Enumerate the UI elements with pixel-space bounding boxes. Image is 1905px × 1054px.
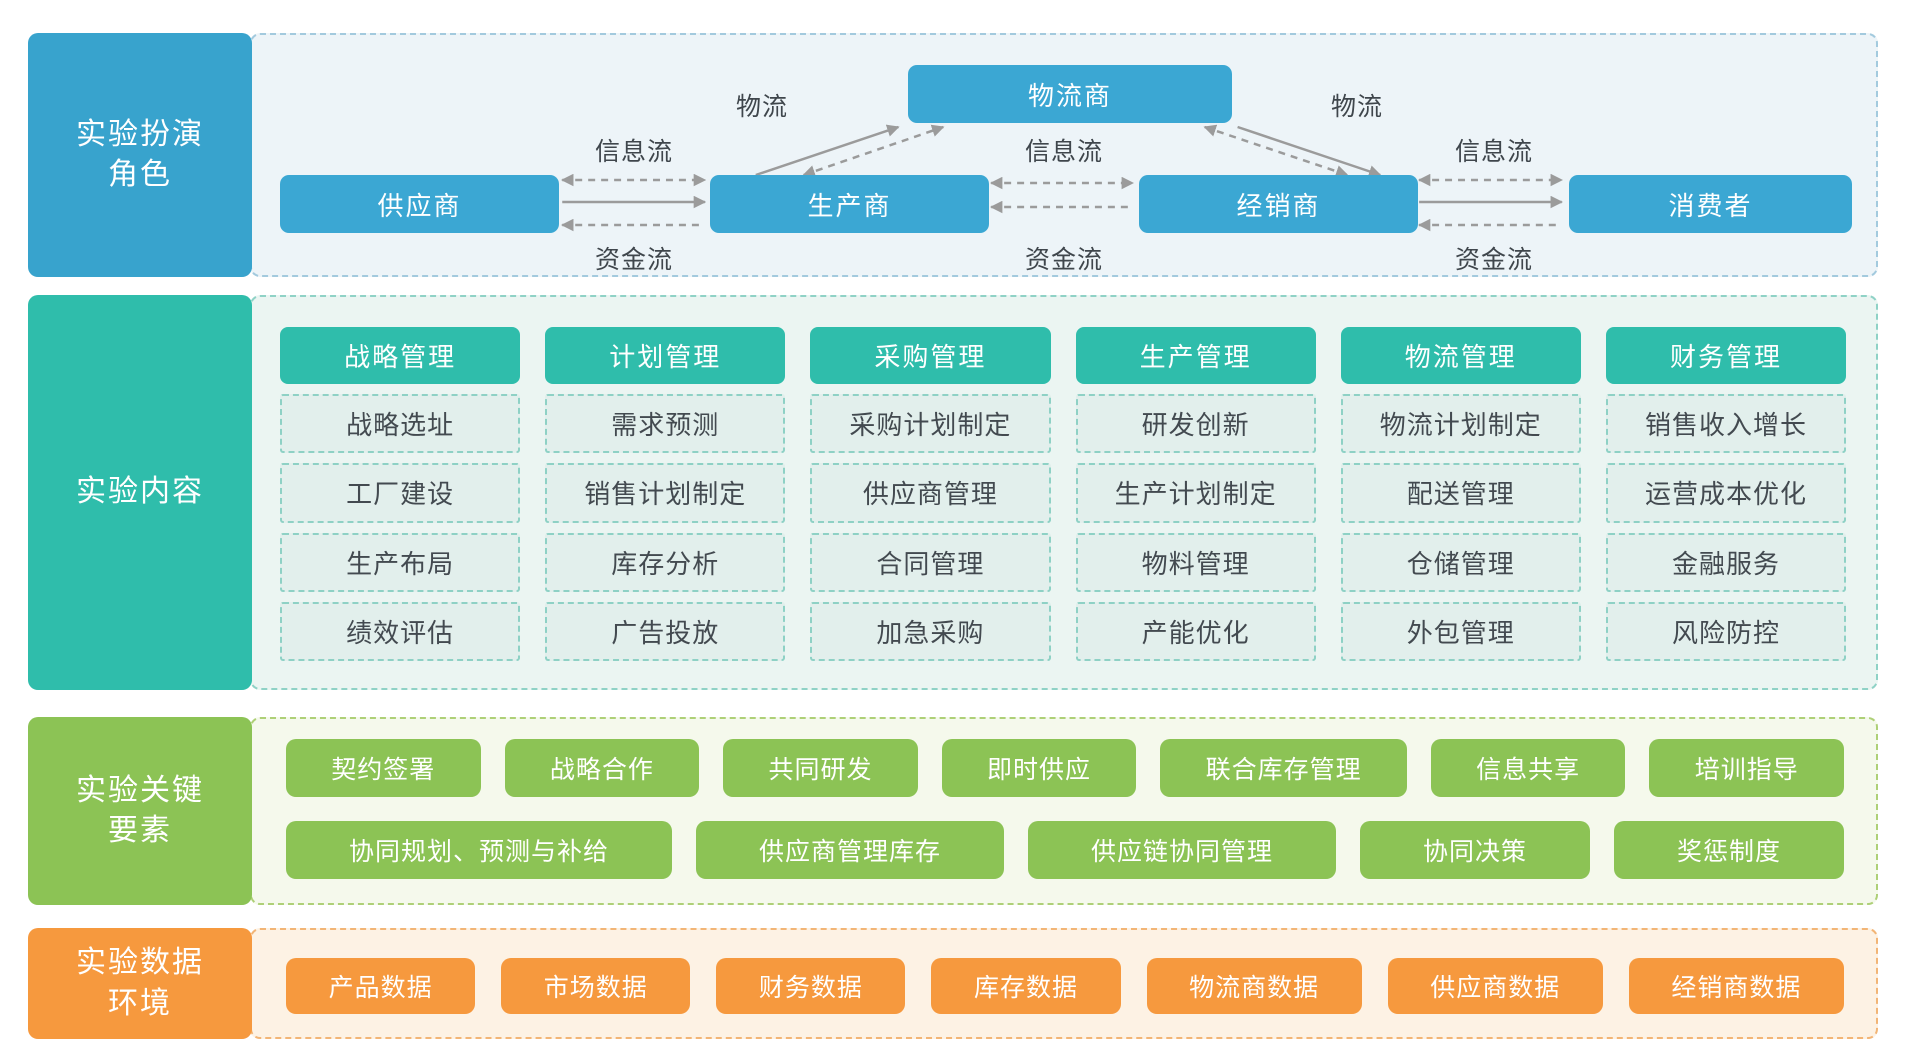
column-header: 生产管理 <box>1075 327 1316 385</box>
key-element: 联合库存管理 <box>1160 739 1407 797</box>
key-element: 供应商管理库存 <box>696 821 1004 879</box>
data-env-label-line2: 环境 <box>108 986 172 1020</box>
key-element: 契约签署 <box>286 739 481 797</box>
content-item: 合同管理 <box>810 532 1051 592</box>
info-flow-label-2: 信息流 <box>1024 138 1103 166</box>
section-data-environment: 实验数据 环境 产品数据 市场数据 财务数据 库存数据 物流商数据 供应商数据 … <box>0 928 1905 1039</box>
logistics-distributor-dashed-line <box>1203 124 1349 178</box>
column-header: 财务管理 <box>1605 327 1847 385</box>
content-section-label-text: 实验内容 <box>76 475 204 509</box>
producer-logistics-solid-line <box>755 124 900 177</box>
key-element: 即时供应 <box>941 739 1137 797</box>
capital-flow-label-3: 资金流 <box>1454 246 1533 274</box>
flow-arrows <box>560 124 1564 232</box>
content-item: 加急采购 <box>810 601 1051 661</box>
content-item: 生产计划制定 <box>1075 463 1316 523</box>
content-column-finance: 财务管理 销售收入增长 运营成本优化 金融服务 风险防控 <box>1605 327 1847 661</box>
section-roles: 实验扮演 角色 <box>0 33 1905 277</box>
key-element: 奖惩制度 <box>1614 821 1844 879</box>
content-item: 采购计划制定 <box>810 394 1051 454</box>
data-env-item: 产品数据 <box>286 958 476 1014</box>
content-item: 物料管理 <box>1075 532 1316 592</box>
info-flow-label-3: 信息流 <box>1454 138 1533 166</box>
key-element: 协同规划、预测与补给 <box>286 821 672 879</box>
key-element: 共同研发 <box>723 739 918 797</box>
key-element: 供应链协同管理 <box>1028 821 1336 879</box>
section-key-elements: 实验关键 要素 契约签署 战略合作 共同研发 即时供应 联合库存管理 信息共享 … <box>0 717 1905 905</box>
content-item: 产能优化 <box>1075 601 1316 661</box>
key-element: 培训指导 <box>1649 739 1845 797</box>
content-column-logistics: 物流管理 物流计划制定 配送管理 仓储管理 外包管理 <box>1340 327 1581 661</box>
content-item: 风险防控 <box>1605 601 1847 661</box>
capital-flow-label-1: 资金流 <box>594 246 673 274</box>
content-section-label: 实验内容 <box>28 295 252 690</box>
key-elements-row-1: 契约签署 战略合作 共同研发 即时供应 联合库存管理 信息共享 培训指导 <box>286 739 1845 797</box>
key-element: 战略合作 <box>504 739 700 797</box>
content-item: 仓储管理 <box>1340 532 1581 592</box>
section-content: 实验内容 战略管理 战略选址 工厂建设 生产布局 绩效评估 计划管理 需求预测 … <box>0 295 1905 690</box>
node-distributor: 经销商 <box>1139 175 1418 233</box>
content-item: 销售计划制定 <box>545 463 786 523</box>
content-panel: 战略管理 战略选址 工厂建设 生产布局 绩效评估 计划管理 需求预测 销售计划制… <box>250 295 1878 690</box>
key-elements-section-label: 实验关键 要素 <box>28 717 252 905</box>
data-env-panel: 产品数据 市场数据 财务数据 库存数据 物流商数据 供应商数据 经销商数据 <box>250 928 1878 1039</box>
content-item: 广告投放 <box>545 601 786 661</box>
node-producer: 生产商 <box>710 175 989 233</box>
content-item: 战略选址 <box>280 394 521 454</box>
node-logistics-provider: 物流商 <box>908 65 1232 123</box>
key-elements-panel: 契约签署 战略合作 共同研发 即时供应 联合库存管理 信息共享 培训指导 协同规… <box>250 717 1878 905</box>
content-item: 供应商管理 <box>810 463 1051 523</box>
content-item: 配送管理 <box>1340 463 1581 523</box>
logistics-distributor-solid-line <box>1237 125 1382 178</box>
key-elements-row-2: 协同规划、预测与补给 供应商管理库存 供应链协同管理 协同决策 奖惩制度 <box>286 821 1844 879</box>
content-item: 库存分析 <box>545 532 786 592</box>
data-env-item: 物流商数据 <box>1146 958 1362 1014</box>
capital-flow-label-2: 资金流 <box>1024 246 1103 274</box>
key-elements-label-line1: 实验关键 <box>76 773 204 807</box>
info-flow-label-1: 信息流 <box>594 138 673 166</box>
content-column-production: 生产管理 研发创新 生产计划制定 物料管理 产能优化 <box>1075 327 1316 661</box>
content-item: 金融服务 <box>1605 532 1847 592</box>
content-item: 生产布局 <box>280 532 521 592</box>
key-elements-label-line2: 要素 <box>108 814 172 847</box>
content-item: 运营成本优化 <box>1605 463 1847 523</box>
content-item: 研发创新 <box>1075 394 1316 454</box>
data-env-section-label: 实验数据 环境 <box>28 928 252 1039</box>
content-column-purchasing: 采购管理 采购计划制定 供应商管理 合同管理 加急采购 <box>810 327 1051 661</box>
key-element: 协同决策 <box>1360 821 1590 879</box>
content-item: 需求预测 <box>545 394 786 454</box>
content-item: 销售收入增长 <box>1605 394 1847 454</box>
data-env-label-line1: 实验数据 <box>76 946 204 979</box>
content-item: 外包管理 <box>1340 601 1581 661</box>
data-env-item: 财务数据 <box>716 958 906 1014</box>
column-header: 采购管理 <box>810 327 1051 385</box>
data-env-item: 供应商数据 <box>1387 958 1603 1014</box>
node-supplier: 供应商 <box>280 175 559 233</box>
column-header: 物流管理 <box>1340 327 1581 385</box>
content-item: 绩效评估 <box>280 601 521 661</box>
logistics-flow-label-right: 物流 <box>1330 93 1383 121</box>
logistics-flow-label-left: 物流 <box>735 93 788 121</box>
content-column-planning: 计划管理 需求预测 销售计划制定 库存分析 广告投放 <box>545 327 786 661</box>
data-env-item: 市场数据 <box>501 958 691 1014</box>
content-item: 工厂建设 <box>280 463 521 523</box>
roles-section-label: 实验扮演 角色 <box>28 33 252 277</box>
key-element: 信息共享 <box>1430 739 1626 797</box>
column-header: 战略管理 <box>280 327 521 385</box>
node-consumer: 消费者 <box>1569 175 1852 233</box>
data-env-item: 经销商数据 <box>1628 958 1844 1014</box>
content-column-strategy: 战略管理 战略选址 工厂建设 生产布局 绩效评估 <box>280 327 521 661</box>
roles-panel: 供应商 生产商 物流商 经销商 消费者 信息流 资金流 信息流 资金流 信息流 … <box>250 33 1878 277</box>
roles-section-label-line2: 角色 <box>108 158 172 191</box>
producer-logistics-dashed-line <box>802 124 945 178</box>
content-item: 物流计划制定 <box>1340 394 1581 454</box>
roles-section-label-line1: 实验扮演 <box>76 117 204 151</box>
data-env-item: 库存数据 <box>931 958 1121 1014</box>
column-header: 计划管理 <box>545 327 786 385</box>
